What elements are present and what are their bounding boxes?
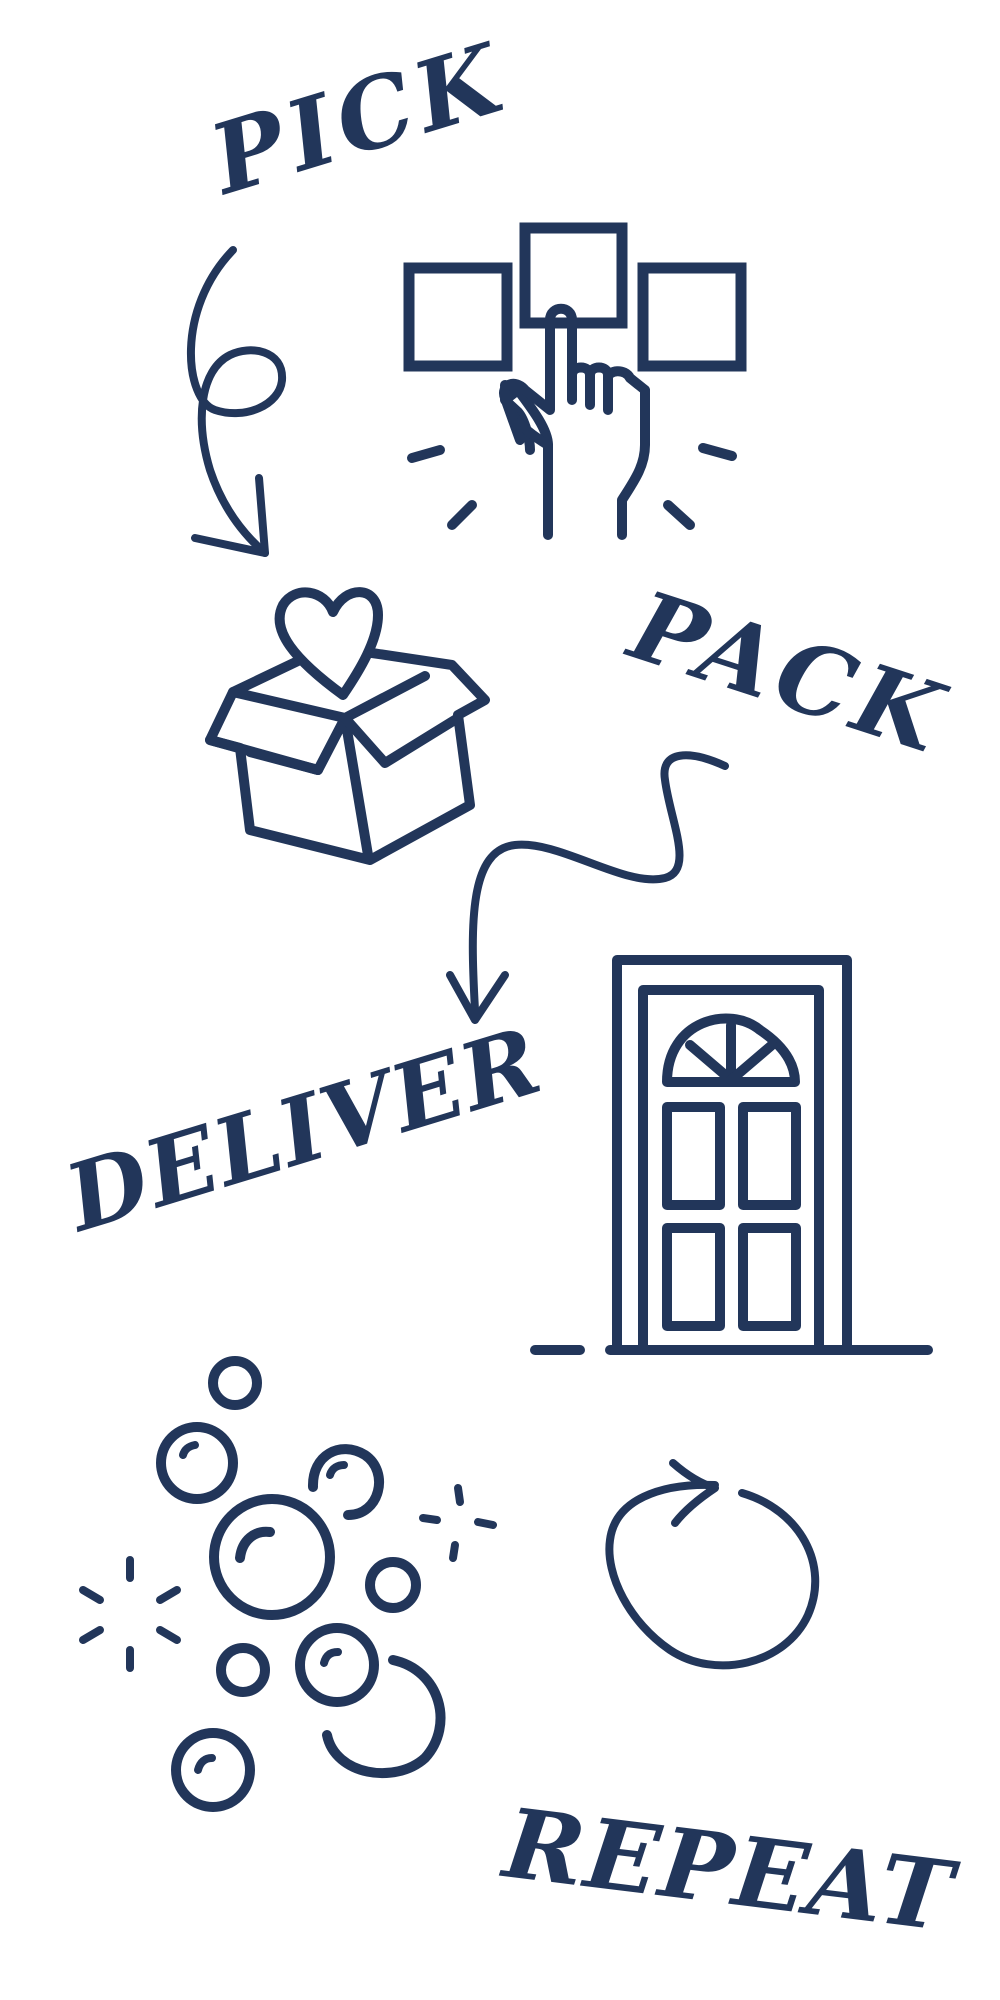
pick-to-pack-arrow-icon bbox=[186, 246, 287, 557]
selection-hand-icon bbox=[403, 222, 747, 540]
pack-to-deliver-arrow-icon bbox=[446, 751, 729, 1024]
front-door-icon bbox=[530, 955, 933, 1355]
gift-box-icon bbox=[205, 587, 490, 865]
bubbles-icon bbox=[79, 1356, 497, 1812]
repeat-arrow-icon bbox=[605, 1459, 820, 1670]
